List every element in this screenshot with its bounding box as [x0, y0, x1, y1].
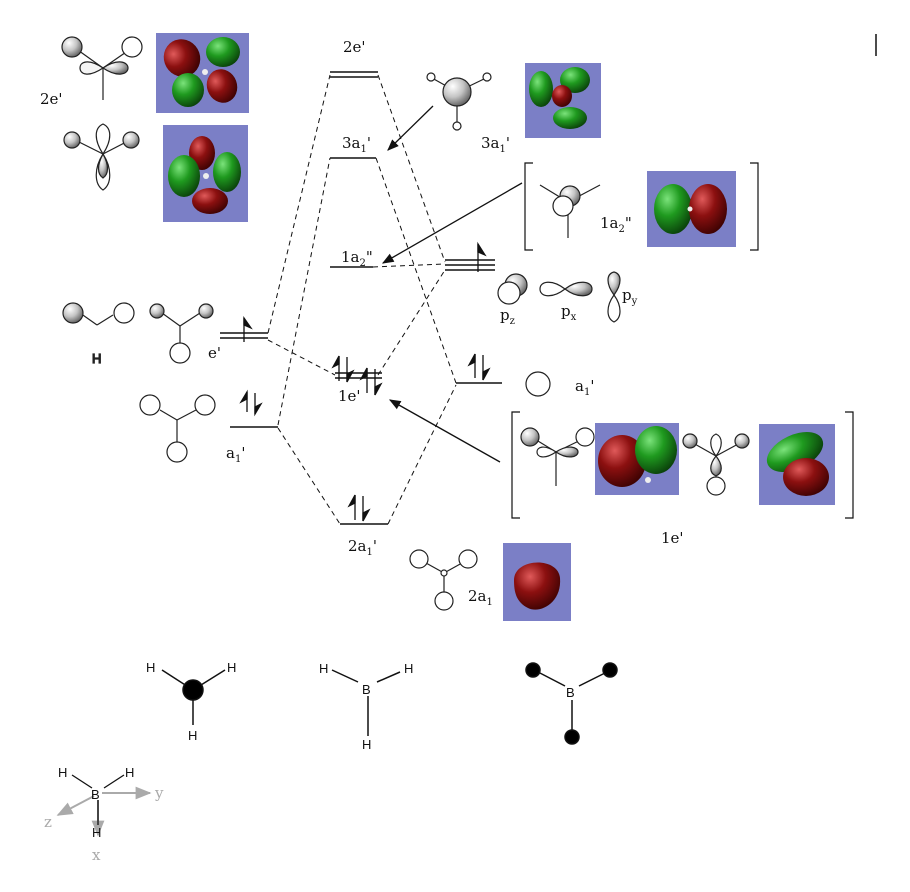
- corr-p-1a2: [372, 263, 446, 268]
- orbital-panel-1e-2: [759, 424, 835, 505]
- electron-pairs-1e: [331, 355, 383, 396]
- atom-h-2: H: [227, 660, 236, 675]
- electron-pair-2a1: [347, 494, 371, 522]
- sketch-2e-left: [61, 36, 143, 100]
- bracket-1a2-left: [524, 162, 533, 251]
- label-right-3a1: 3a1': [481, 134, 510, 155]
- sketch-left-a1: [139, 394, 216, 463]
- label-pz: pz: [500, 306, 515, 327]
- atom-h-4: H: [319, 661, 328, 676]
- structure-bh3-lewis: [331, 669, 401, 736]
- sketch-3a1: [426, 72, 492, 131]
- sketch-1e-1: [520, 427, 595, 486]
- px-orbital: [539, 281, 566, 297]
- electron-pair-left-a1: [239, 389, 263, 417]
- label-left-2e: 2e': [40, 90, 63, 108]
- orbital-panel-2e-top: [156, 33, 249, 113]
- axis-y-label: y: [154, 784, 164, 802]
- axis-z-label: z: [44, 813, 52, 831]
- electron-pair-s: [467, 353, 491, 381]
- axes-glyph: [56, 774, 152, 837]
- axis-x-label: x: [92, 846, 101, 864]
- level-labels: 2e' 3a1' 1a2" 1e' 2a1' e' a1' 2e' 3a1' 1…: [40, 38, 684, 608]
- arrow-1a2: [381, 182, 523, 264]
- corr-a1-3a1: [277, 157, 331, 426]
- atom-h-1: H: [146, 660, 155, 675]
- orbital-panel-2e-bottom: [163, 125, 248, 222]
- label-left-a1: a1': [226, 444, 245, 465]
- structure-bh3-filled-center: [161, 669, 226, 725]
- s-orbital: [525, 371, 551, 397]
- bracket-1e-left: [511, 411, 520, 519]
- p-orbitals: [497, 271, 621, 323]
- label-1e: 1e': [338, 387, 361, 405]
- electron-p: [477, 241, 487, 272]
- arrow-1e: [388, 399, 501, 463]
- label-left-e: e': [208, 344, 221, 362]
- label-px: px: [561, 302, 577, 323]
- correlation-lines: [267, 74, 457, 525]
- sketch-left-e-1: H: [62, 302, 135, 367]
- bracket-1a2-right: [750, 162, 759, 251]
- atom-h-6: H: [362, 737, 371, 752]
- structure-bh3-dots: [525, 662, 618, 745]
- label-bracket-1a2: 1a2": [600, 214, 632, 235]
- energy-levels: [220, 71, 502, 525]
- corr-p-1e: [377, 269, 446, 376]
- sketch-1a2: [539, 184, 601, 238]
- corr-a1-2a1: [277, 427, 341, 525]
- label-3a1-main: 3a1': [342, 134, 371, 155]
- axes-h-3: H: [92, 825, 101, 840]
- label-sal-2a1: 2a1: [468, 587, 493, 608]
- sketch-2a1: [409, 549, 478, 611]
- label-2a1-main: 2a1': [348, 537, 377, 558]
- corr-s-3a1: [375, 157, 457, 384]
- label-right-a1: a1': [575, 377, 594, 398]
- atom-h-5: H: [404, 661, 413, 676]
- bracket-1e-right: [845, 411, 854, 519]
- orbital-panel-1e-1: [595, 423, 679, 495]
- svg-text:H: H: [92, 351, 101, 366]
- atom-h-3: H: [188, 728, 197, 743]
- label-1a2-main: 1a2": [341, 248, 373, 269]
- sketch-left-e-2: [149, 303, 214, 364]
- brackets: [511, 162, 854, 519]
- py-orbital: [607, 271, 621, 297]
- orbital-panel-2a1: [503, 543, 571, 621]
- arrow-3a1: [387, 105, 434, 151]
- atom-b-1: B: [362, 682, 371, 697]
- orbital-panel-1a2: [647, 171, 736, 247]
- label-py: py: [622, 286, 638, 307]
- orbital-panel-3a1: [525, 63, 601, 138]
- pointer-arrows: [381, 105, 523, 463]
- corr-e-1e: [267, 339, 336, 376]
- label-2e: 2e': [343, 38, 366, 56]
- label-bracket-1e: 1e': [661, 529, 684, 547]
- electron-left-e: [243, 315, 253, 342]
- corr-s-2a1: [387, 384, 457, 525]
- axes-h-1: H: [58, 765, 67, 780]
- sketch-2e-left-2: [63, 123, 140, 191]
- sketch-1e-2: [682, 433, 750, 496]
- atom-b-2: B: [566, 685, 575, 700]
- electrons: [239, 241, 491, 522]
- axes-h-2: H: [125, 765, 134, 780]
- corr-p-2e: [377, 74, 446, 263]
- axes-b: B: [91, 787, 100, 802]
